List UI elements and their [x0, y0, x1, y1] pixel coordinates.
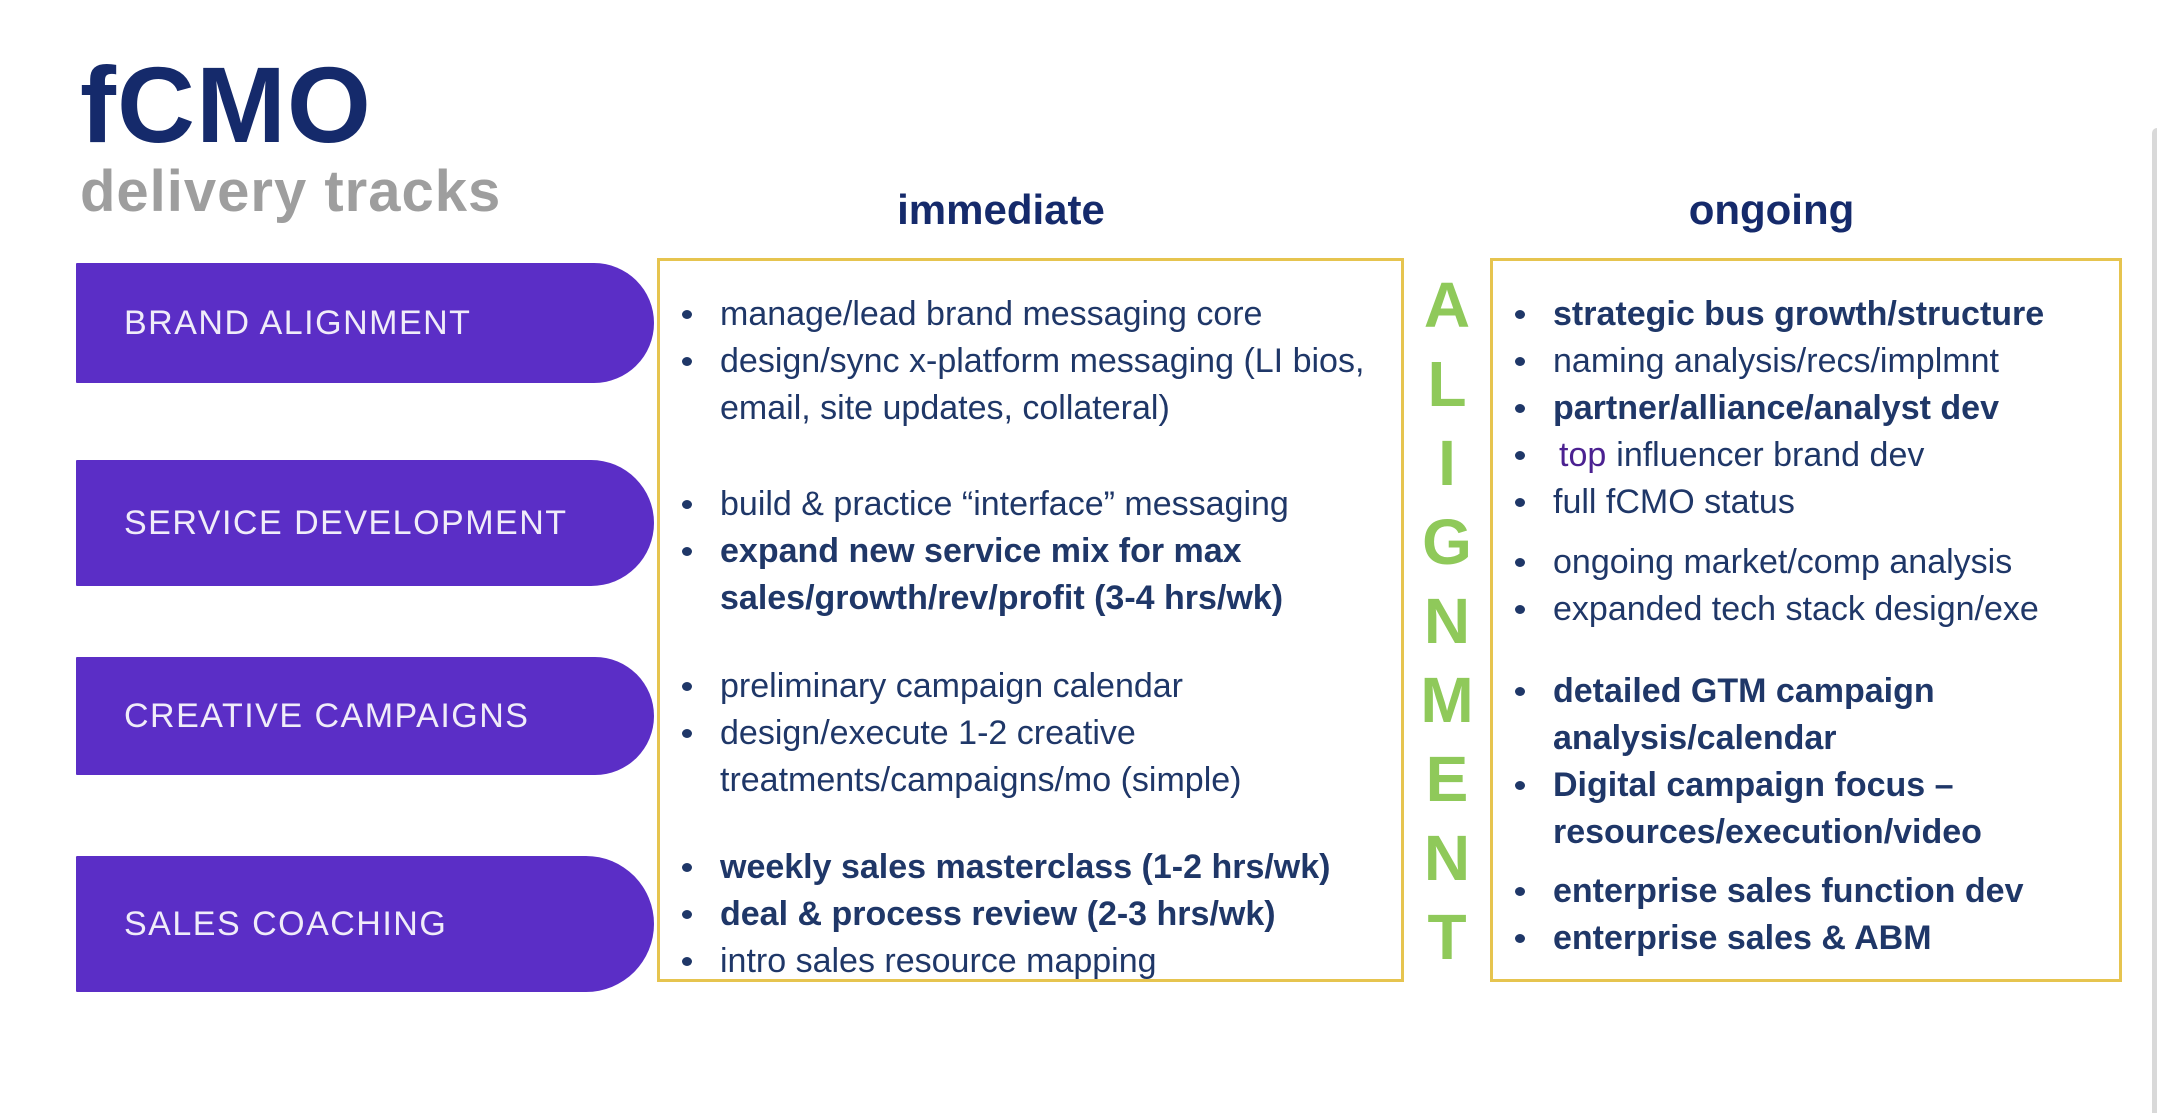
divider-letter: G: [1422, 506, 1472, 578]
right-edge-strip: [2152, 128, 2157, 1113]
track-pill-service-development: SERVICE DEVELOPMENT: [76, 460, 654, 586]
divider-letter: A: [1423, 269, 1471, 341]
bullet-item: enterprise sales function dev: [1493, 868, 2113, 915]
divider-letter: I: [1438, 427, 1456, 499]
bullet-item: enterprise sales & ABM: [1493, 915, 2113, 962]
bullet-item: strategic bus growth/structure: [1493, 291, 2113, 338]
page-subtitle: delivery tracks: [80, 159, 502, 224]
bullet-item: naming analysis/recs/implmnt: [1493, 338, 2113, 385]
track-pill-label: BRAND ALIGNMENT: [124, 303, 472, 342]
bullet-item: preliminary campaign calendar: [660, 663, 1395, 710]
bullet-item: design/sync x-platform messaging (LI bio…: [660, 338, 1395, 432]
bullet-item: full fCMO status: [1493, 479, 2113, 526]
column-header-ongoing: ongoing: [1688, 186, 1855, 233]
bullet-item: intro sales resource mapping: [660, 938, 1395, 985]
divider-letter: E: [1425, 743, 1469, 815]
bullet-item: expand new service mix for max sales/gro…: [660, 528, 1395, 622]
track-pill-creative-campaigns: CREATIVE CAMPAIGNS: [76, 657, 654, 775]
highlighted-word: top: [1559, 436, 1607, 474]
divider-letter: N: [1423, 585, 1471, 657]
divider-letter: L: [1427, 348, 1467, 420]
bullet-item: partner/alliance/analyst dev: [1493, 385, 2113, 432]
track-pill-sales-coaching: SALES COACHING: [76, 856, 654, 992]
divider-letter: T: [1427, 901, 1467, 973]
divider-letter: N: [1423, 822, 1471, 894]
track-pill-brand-alignment: BRAND ALIGNMENT: [76, 263, 654, 383]
track-pill-label: SALES COACHING: [124, 904, 448, 943]
track-pill-label: SERVICE DEVELOPMENT: [124, 503, 568, 542]
bullet-item: manage/lead brand messaging core: [660, 291, 1395, 338]
bullet-item: design/execute 1-2 creative treatments/c…: [660, 710, 1395, 804]
bullet-item: Digital campaign focus – resources/execu…: [1493, 762, 2113, 856]
divider-letter: M: [1420, 664, 1474, 736]
track-pill-label: CREATIVE CAMPAIGNS: [124, 696, 530, 735]
bullet-item: deal & process review (2-3 hrs/wk): [660, 891, 1395, 938]
bullet-item: weekly sales masterclass (1-2 hrs/wk): [660, 844, 1395, 891]
page-title: fCMO: [80, 44, 372, 165]
bullet-item: ongoing market/comp analysis: [1493, 539, 2113, 586]
bullet-item: expanded tech stack design/exe: [1493, 586, 2113, 633]
column-header-immediate: immediate: [897, 186, 1105, 233]
immediate-group-4: weekly sales masterclass (1-2 hrs/wk)dea…: [660, 844, 1395, 985]
bullet-item: build & practice “interface” messaging: [660, 481, 1395, 528]
bullet-item: detailed GTM campaign analysis/calendar: [1493, 668, 2113, 762]
